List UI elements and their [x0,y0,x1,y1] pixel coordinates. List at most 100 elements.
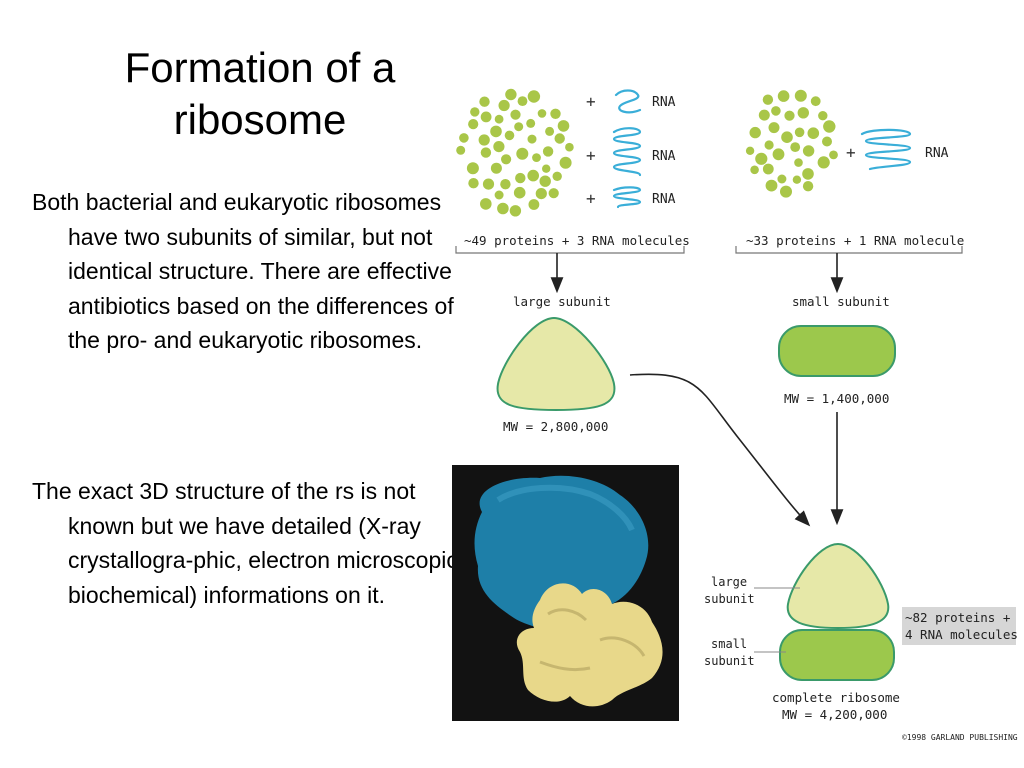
protein-dot [784,110,795,121]
protein-dot [764,140,774,150]
protein-dot [772,148,785,161]
protein-dot [554,133,565,144]
protein-dot [468,178,479,189]
protein-dot [539,175,551,187]
protein-dot [771,106,781,116]
protein-dot [792,175,802,184]
protein-dot [762,163,774,175]
plus-sign: + [586,189,596,208]
large-group-caption: ~49 proteins + 3 RNA molecules [464,233,690,248]
protein-dot [514,122,524,132]
complete-small-label-line1: small [711,637,747,651]
protein-dot [755,152,768,165]
protein-dot [829,150,838,160]
large-group-bracket [455,246,685,254]
protein-dot [542,164,551,173]
paragraph-subunits: Both bacterial and eukaryotic ribosomes … [32,189,454,353]
protein-dot [777,174,787,184]
rna-strand-icon [860,128,912,171]
plus-sign: + [586,146,596,165]
rna-label: RNA [652,149,676,164]
rna-label: RNA [652,192,676,207]
ribosome-3d-model-image [452,465,679,721]
protein-dot [768,122,780,134]
plus-sign: + [846,143,856,162]
protein-dot [817,156,830,169]
rna-strand-icon [612,127,642,177]
protein-dot [456,145,466,155]
protein-dot [501,154,512,165]
protein-dot [528,199,540,210]
slide-title: Formation of a ribosome [124,44,396,143]
protein-dot [494,114,504,124]
small-subunit-shape [778,325,896,377]
protein-dot [818,111,828,121]
protein-dot [470,107,480,117]
protein-dot [802,168,814,180]
complete-info-line2: 4 RNA molecules [905,627,1018,642]
large-protein-cluster [456,88,574,217]
rna-label: RNA [925,146,949,161]
complete-large-label-line2: subunit [704,592,755,606]
protein-dot [758,109,770,121]
protein-dot [513,186,526,199]
complete-large-subunit [786,542,890,630]
protein-dot [810,96,821,107]
protein-dot [527,134,537,144]
protein-dot [526,118,536,128]
rna-label: RNA [652,95,676,110]
protein-dot [516,147,529,160]
complete-ribosome-caption: complete ribosome [772,690,900,705]
complete-info-line1: ~82 proteins + [905,610,1010,625]
complete-info-box [902,607,1016,645]
protein-dot [802,181,814,192]
protein-dot [794,89,807,102]
protein-dot [822,136,832,147]
complete-small-subunit [779,629,895,681]
protein-dot [794,127,805,138]
small-subunit-mw: MW = 1,400,000 [784,391,889,406]
protein-dot [509,205,522,217]
protein-dot [493,141,505,153]
small-group-caption: ~33 proteins + 1 RNA molecule [746,233,964,248]
protein-dot [545,126,555,136]
protein-dot [490,162,502,174]
protein-dot [777,90,790,102]
protein-dot [479,96,490,107]
protein-dot [749,126,761,139]
plus-sign: + [586,92,596,111]
protein-dot [823,120,836,133]
protein-dot [565,142,574,152]
protein-dot [527,169,539,182]
protein-dot [517,96,528,106]
complete-small-label-line2: subunit [704,654,755,668]
protein-dot [794,158,803,167]
protein-dot [480,111,492,123]
protein-dot [490,125,502,138]
protein-dot [559,156,572,169]
protein-dot [802,145,815,157]
rna-strand-icon [614,89,642,114]
small-protein-cluster [745,89,838,198]
large-subunit-mw: MW = 2,800,000 [503,419,608,434]
protein-dot [480,147,492,158]
copyright-notice: ©1998 GARLAND PUBLISHING [902,733,1018,742]
protein-dot [762,94,774,105]
protein-dot [557,120,570,132]
protein-dot [750,165,759,175]
protein-dot [510,109,521,120]
complete-ribosome-mw: MW = 4,200,000 [782,707,887,722]
protein-dot [537,109,547,118]
protein-dot [807,127,820,139]
protein-dot [790,142,801,153]
protein-dot [542,146,554,157]
protein-dot [797,107,809,119]
protein-dot [468,119,479,130]
large-subunit-label: large subunit [513,294,611,309]
small-group-bracket [735,246,963,254]
small-subunit-label: small subunit [792,294,890,309]
protein-dot [459,133,469,143]
protein-dot [550,108,561,120]
protein-dot [505,88,517,101]
